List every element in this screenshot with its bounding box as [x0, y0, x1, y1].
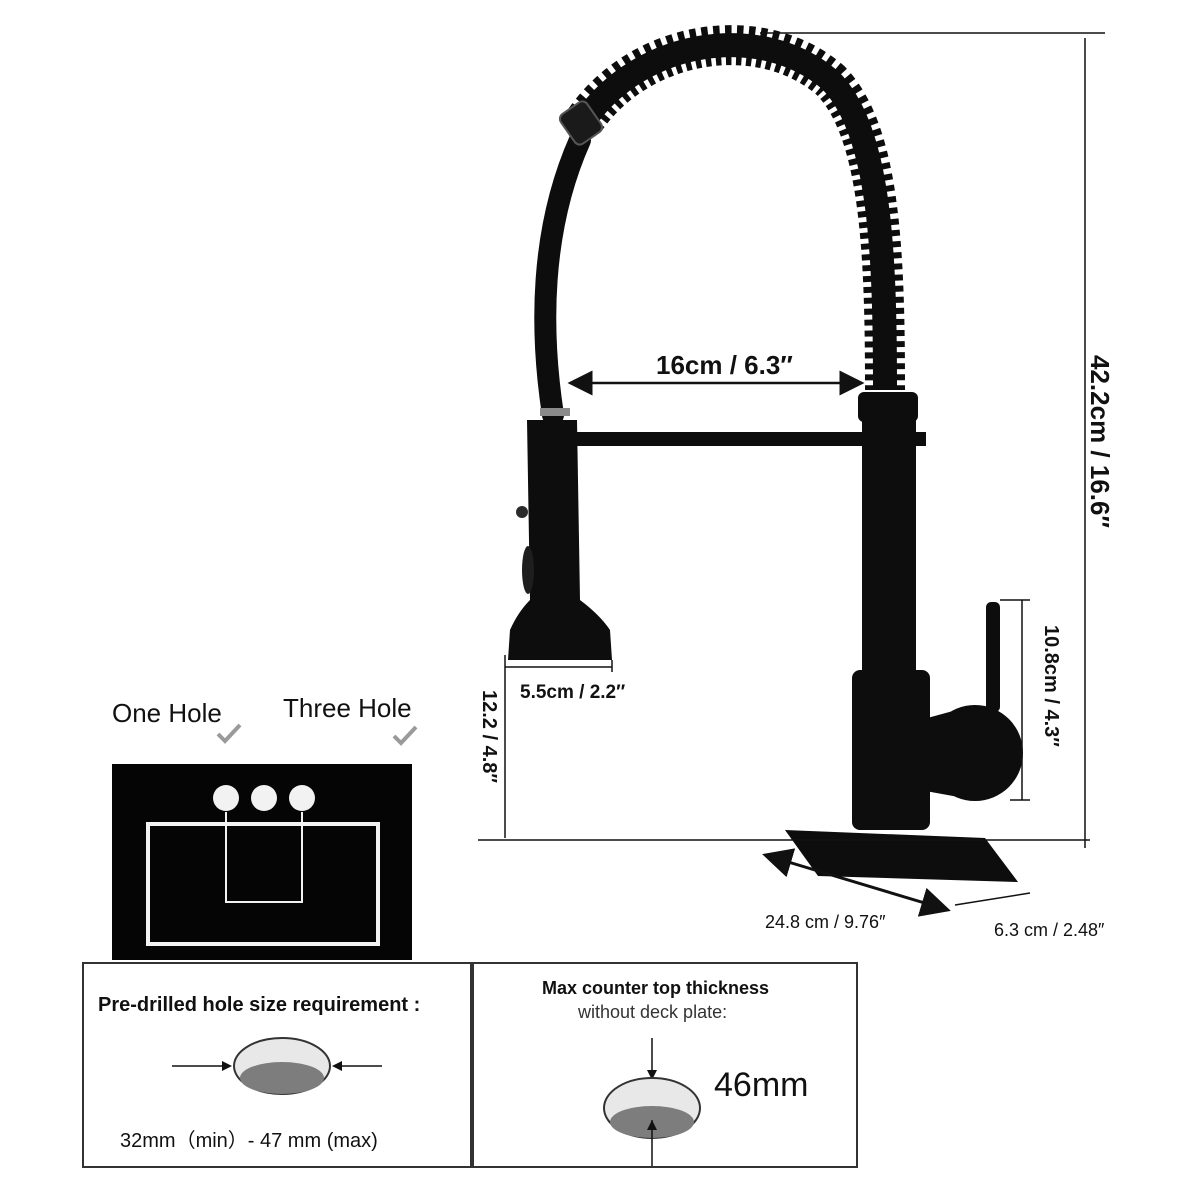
total-height-label: 42.2cm / 16.6″	[1085, 355, 1115, 528]
thickness-icon	[603, 1038, 701, 1166]
spray-head	[508, 420, 612, 660]
spout-reach-label: 16cm / 6.3″	[656, 350, 793, 380]
deck-plate-width-label: 6.3 cm / 2.48″	[994, 920, 1105, 940]
hole-size-icon	[172, 1037, 382, 1095]
counter-title-line2: without deck plate:	[578, 1002, 728, 1022]
spray-button-icon	[516, 506, 528, 518]
faucet-column	[862, 395, 916, 685]
deck-plate	[785, 830, 1018, 882]
sink-hole	[213, 785, 239, 811]
sink-basin	[146, 822, 380, 946]
pull-down-hose	[534, 129, 591, 426]
counter-thickness-box: Max counter top thickness without deck p…	[472, 962, 858, 1168]
three-hole-label: Three Hole	[283, 693, 412, 723]
faucet-body	[852, 670, 930, 830]
check-icon	[392, 725, 418, 746]
handle-lever	[986, 602, 1000, 712]
spray-head-height-label: 12.2 / 4.8″	[478, 690, 500, 783]
hose-ring	[558, 100, 604, 146]
holder-bar	[570, 432, 870, 446]
sink-diagram	[112, 764, 412, 960]
sink-hole	[289, 785, 315, 811]
counter-title-line1: Max counter top thickness	[542, 978, 770, 998]
deck-plate-length-label: 24.8 cm / 9.76″	[765, 912, 886, 932]
check-icon	[216, 723, 242, 744]
sink-hole	[251, 785, 277, 811]
predrilled-hole-box: Pre-drilled hole size requirement : 32mm…	[82, 962, 472, 1168]
counter-thickness-value: 46mm	[714, 1066, 809, 1104]
predrilled-range: 32mm（min）- 47 mm (max)	[120, 1130, 378, 1152]
handle-height-label: 10.8cm / 4.3″	[1040, 625, 1062, 747]
spray-head-diameter-label: 5.5cm / 2.2″	[520, 682, 626, 703]
predrilled-title: Pre-drilled hole size requirement :	[98, 994, 421, 1016]
one-hole-label: One Hole	[112, 698, 222, 728]
